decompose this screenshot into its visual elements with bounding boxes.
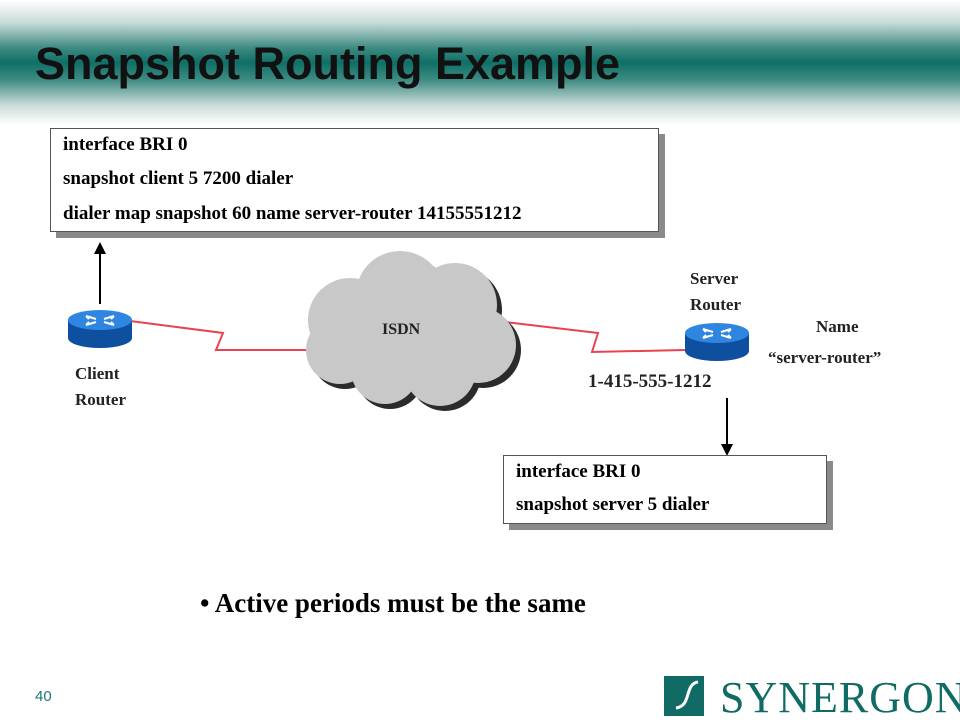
server-arrow-head [721, 444, 733, 456]
server-config-line: snapshot server 5 dialer [516, 494, 710, 515]
server-config-line: interface BRI 0 [516, 461, 641, 482]
client-arrow-head [94, 242, 106, 254]
server-config-box: interface BRI 0 snapshot server 5 dialer [503, 455, 827, 524]
synergon-logo-icon [664, 676, 704, 716]
server-name-label: Name [816, 317, 859, 336]
isdn-cloud [306, 251, 521, 411]
client-config-line: snapshot client 5 7200 dialer [63, 168, 294, 189]
client-config-line: interface BRI 0 [63, 134, 188, 155]
title-banner [0, 0, 960, 125]
slide-title: Snapshot Routing Example [35, 38, 621, 89]
client-config-line: dialer map snapshot 60 name server-route… [63, 203, 522, 224]
isdn-server-link [504, 321, 686, 354]
client-isdn-link [129, 320, 320, 351]
server-name-value: “server-router” [768, 348, 882, 367]
page-number: 40 [35, 688, 52, 705]
client-router-label: Client Router [75, 364, 126, 409]
client-config-box: interface BRI 0 snapshot client 5 7200 d… [50, 128, 659, 232]
brand-logo-text: SYNERGON [720, 673, 960, 722]
server-router-label: Server Router [690, 269, 741, 314]
server-router-icon [685, 323, 749, 361]
client-router-icon [68, 310, 132, 348]
phone-number: 1-415-555-1212 [588, 371, 712, 392]
bullet-point: • Active periods must be the same [200, 588, 586, 618]
isdn-label: ISDN [382, 321, 421, 338]
